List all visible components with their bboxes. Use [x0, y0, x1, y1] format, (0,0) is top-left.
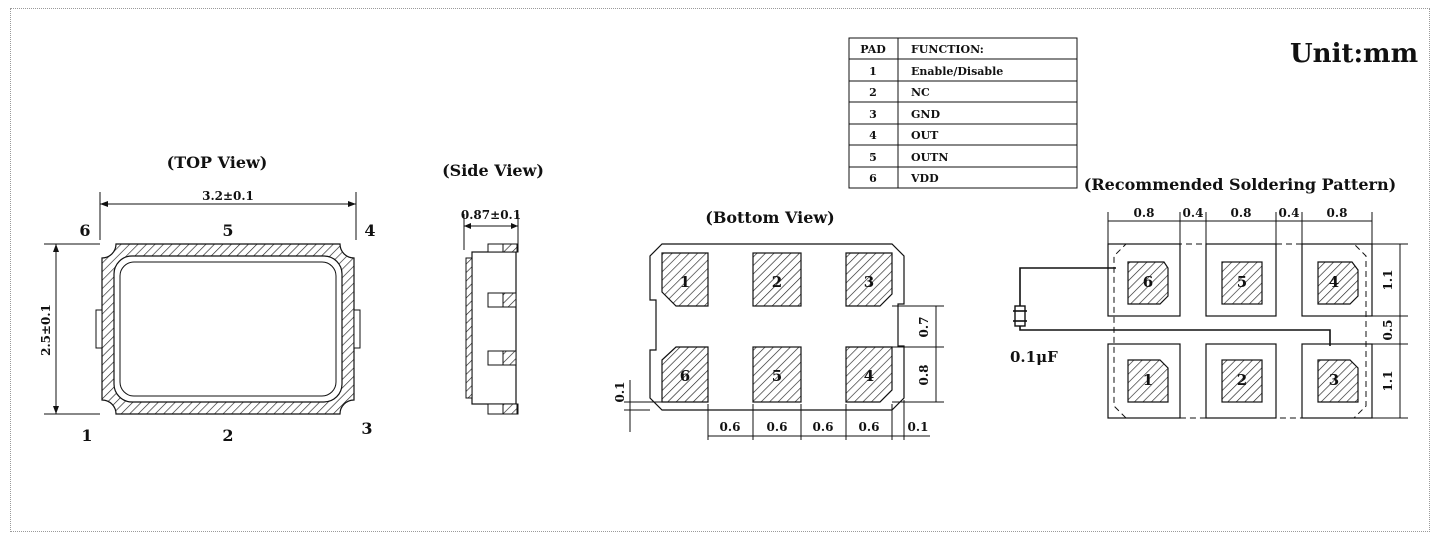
bottom-dim: 0.6: [767, 420, 788, 434]
pad-function-table: PAD FUNCTION: 1 Enable/Disable 2 NC 3 GN…: [848, 37, 1078, 189]
table-cell-pad: 4: [869, 129, 877, 142]
solder-dim-top: 0.4: [1279, 206, 1300, 220]
bottom-pad: [752, 346, 802, 403]
table-cell-pad: 3: [869, 108, 877, 121]
table-cell-pad: 6: [869, 172, 877, 185]
solder-pad: [1317, 261, 1359, 305]
top-pin-label: 2: [222, 426, 233, 445]
bottom-view: (Bottom View) 1 2 3 6 5 4 0.6 0.6 0.6 0.…: [613, 208, 944, 440]
solder-pad: [1317, 359, 1359, 403]
bottom-pad: [845, 252, 893, 307]
table-cell-pad: 1: [869, 65, 877, 78]
capacitor-label: 0.1μF: [1010, 348, 1058, 366]
solder-pad-number: 2: [1237, 371, 1247, 389]
solder-dim-top: 0.8: [1134, 206, 1155, 220]
solder-pad-number: 6: [1143, 273, 1153, 291]
bottom-dim: 0.6: [859, 420, 880, 434]
solder-pad: [1127, 261, 1169, 305]
bottom-pad-number: 4: [864, 367, 874, 385]
capacitor-icon: [1014, 305, 1026, 327]
soldering-pattern-title: (Recommended Soldering Pattern): [1084, 175, 1396, 194]
side-view: (Side View) 0.87±0.1: [442, 161, 544, 415]
solder-pad: [1221, 261, 1263, 305]
top-pin-label: 6: [79, 221, 90, 240]
table-header-pad: PAD: [860, 43, 886, 56]
solder-dim-right: 1.1: [1381, 371, 1395, 392]
table-cell-function: NC: [911, 86, 930, 99]
solder-pad-number: 3: [1329, 371, 1339, 389]
top-pin-label: 5: [222, 221, 233, 240]
solder-pad-number: 5: [1237, 273, 1247, 291]
drawing-frame: [10, 8, 1430, 532]
solder-dim-top: 0.8: [1327, 206, 1348, 220]
bottom-pad-number: 1: [680, 273, 690, 291]
solder-pad: [1127, 359, 1169, 403]
bottom-pad-number: 6: [680, 367, 690, 385]
bottom-dim: 0.6: [720, 420, 741, 434]
top-pin-label: 1: [81, 426, 92, 445]
side-view-title: (Side View): [442, 161, 544, 180]
table-cell-pad: 2: [869, 86, 877, 99]
bottom-pad-number: 2: [772, 273, 782, 291]
solder-dim-right: 1.1: [1381, 270, 1395, 291]
solder-pad-number: 4: [1329, 273, 1339, 291]
solder-pad: [1221, 359, 1263, 403]
table-cell-pad: 5: [869, 151, 877, 164]
bottom-pad-number: 5: [772, 367, 782, 385]
soldering-pattern: (Recommended Soldering Pattern) 0.8 0.4 …: [1010, 175, 1408, 419]
top-view-title: (TOP View): [167, 153, 268, 172]
table-header-function: FUNCTION:: [911, 43, 984, 56]
top-pin-label: 3: [361, 419, 372, 438]
bottom-pad: [845, 346, 893, 403]
bottom-dim: 0.6: [813, 420, 834, 434]
top-view: (TOP View) 3.2±0.1 2.5±0.1 6 5 4 1 2 3: [39, 153, 376, 445]
solder-dim-right: 0.5: [1381, 320, 1395, 341]
table-cell-function: Enable/Disable: [911, 65, 1003, 78]
bottom-dim-left: 0.1: [613, 382, 627, 403]
table-cell-function: OUT: [911, 129, 939, 142]
bottom-dim-right: 0.7: [917, 317, 931, 338]
bottom-view-title: (Bottom View): [705, 208, 834, 227]
bottom-dim: 0.1: [908, 420, 929, 434]
top-width-dim: 3.2±0.1: [202, 189, 254, 203]
top-pin-label: 4: [364, 221, 375, 240]
unit-label: Unit:mm: [1290, 39, 1418, 69]
bottom-pad: [752, 252, 802, 307]
table-cell-function: OUTN: [911, 151, 948, 164]
bottom-pad: [661, 346, 709, 403]
bottom-pad: [661, 252, 709, 307]
solder-dim-top: 0.4: [1183, 206, 1204, 220]
solder-pad-number: 1: [1143, 371, 1153, 389]
bottom-dim-right: 0.8: [917, 365, 931, 386]
table-cell-function: VDD: [910, 172, 939, 185]
bottom-pad-number: 3: [864, 273, 874, 291]
side-thickness-dim: 0.87±0.1: [461, 208, 521, 222]
solder-dim-top: 0.8: [1231, 206, 1252, 220]
top-height-dim: 2.5±0.1: [39, 304, 53, 356]
table-cell-function: GND: [911, 108, 940, 121]
